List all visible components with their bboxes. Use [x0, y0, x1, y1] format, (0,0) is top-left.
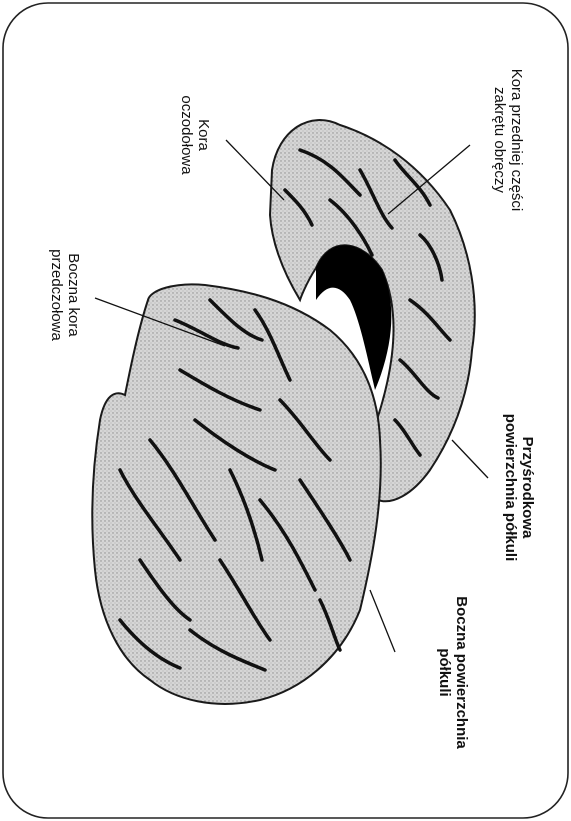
label-medial-surface: Przyśrodkowa powierzchnia półkuli	[502, 405, 536, 570]
label-lateral-surface: Boczna powierzchnia półkuli	[436, 585, 470, 760]
leader-lateral-surface	[370, 590, 395, 652]
leader-medial-surface	[452, 440, 488, 478]
label-orbitofrontal: Kora oczodołowa	[178, 95, 212, 175]
label-anterior-cingulate: Kora przedniej części zakrętu obręczy	[491, 55, 525, 225]
label-lateral-prefrontal: Boczna kora przedczołowa	[48, 240, 82, 350]
